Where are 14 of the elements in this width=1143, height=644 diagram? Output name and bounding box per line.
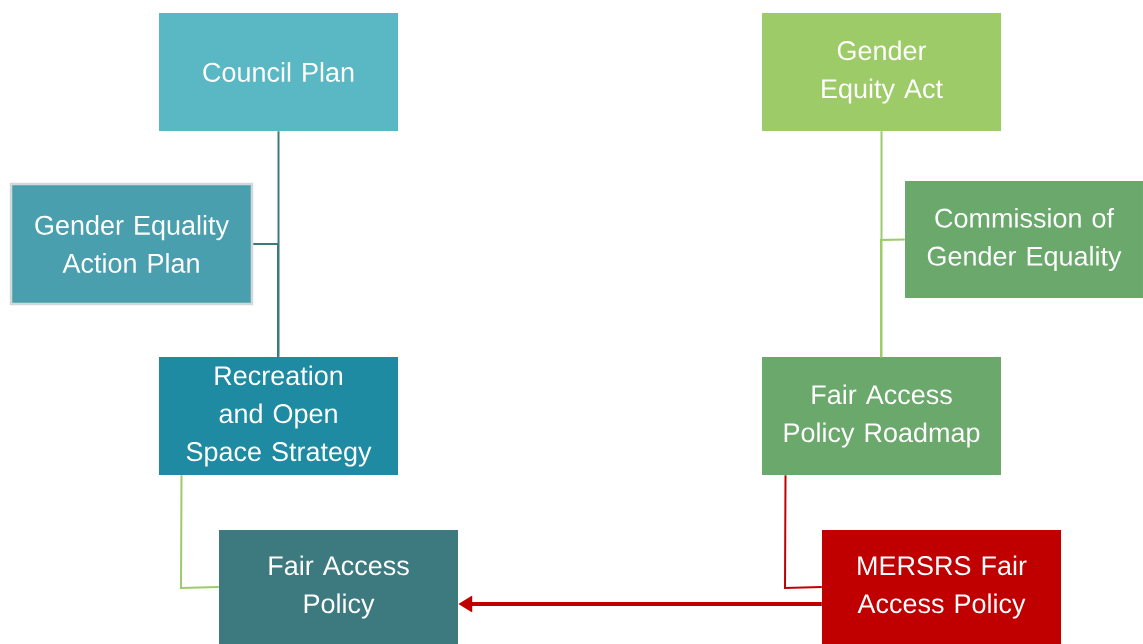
process-box: MERSRS Fair Access Policy bbox=[822, 530, 1061, 644]
connector-line bbox=[180, 474, 220, 589]
process-box: Recreation and Open Space Strategy bbox=[159, 357, 398, 475]
process-box: Council Plan bbox=[159, 13, 398, 131]
process-box: Fair Access Policy bbox=[219, 530, 458, 644]
connector-line bbox=[252, 243, 280, 358]
process-box: Commission of Gender Equality bbox=[905, 181, 1143, 298]
process-box: Gender Equity Act bbox=[762, 13, 1001, 131]
connector-line bbox=[277, 130, 280, 358]
connector-line bbox=[880, 238, 906, 358]
process-box: Gender Equality Action Plan bbox=[9, 182, 254, 306]
process-box: Fair Access Policy Roadmap bbox=[762, 357, 1001, 475]
connector-line bbox=[880, 130, 883, 358]
connector-line bbox=[784, 474, 823, 589]
